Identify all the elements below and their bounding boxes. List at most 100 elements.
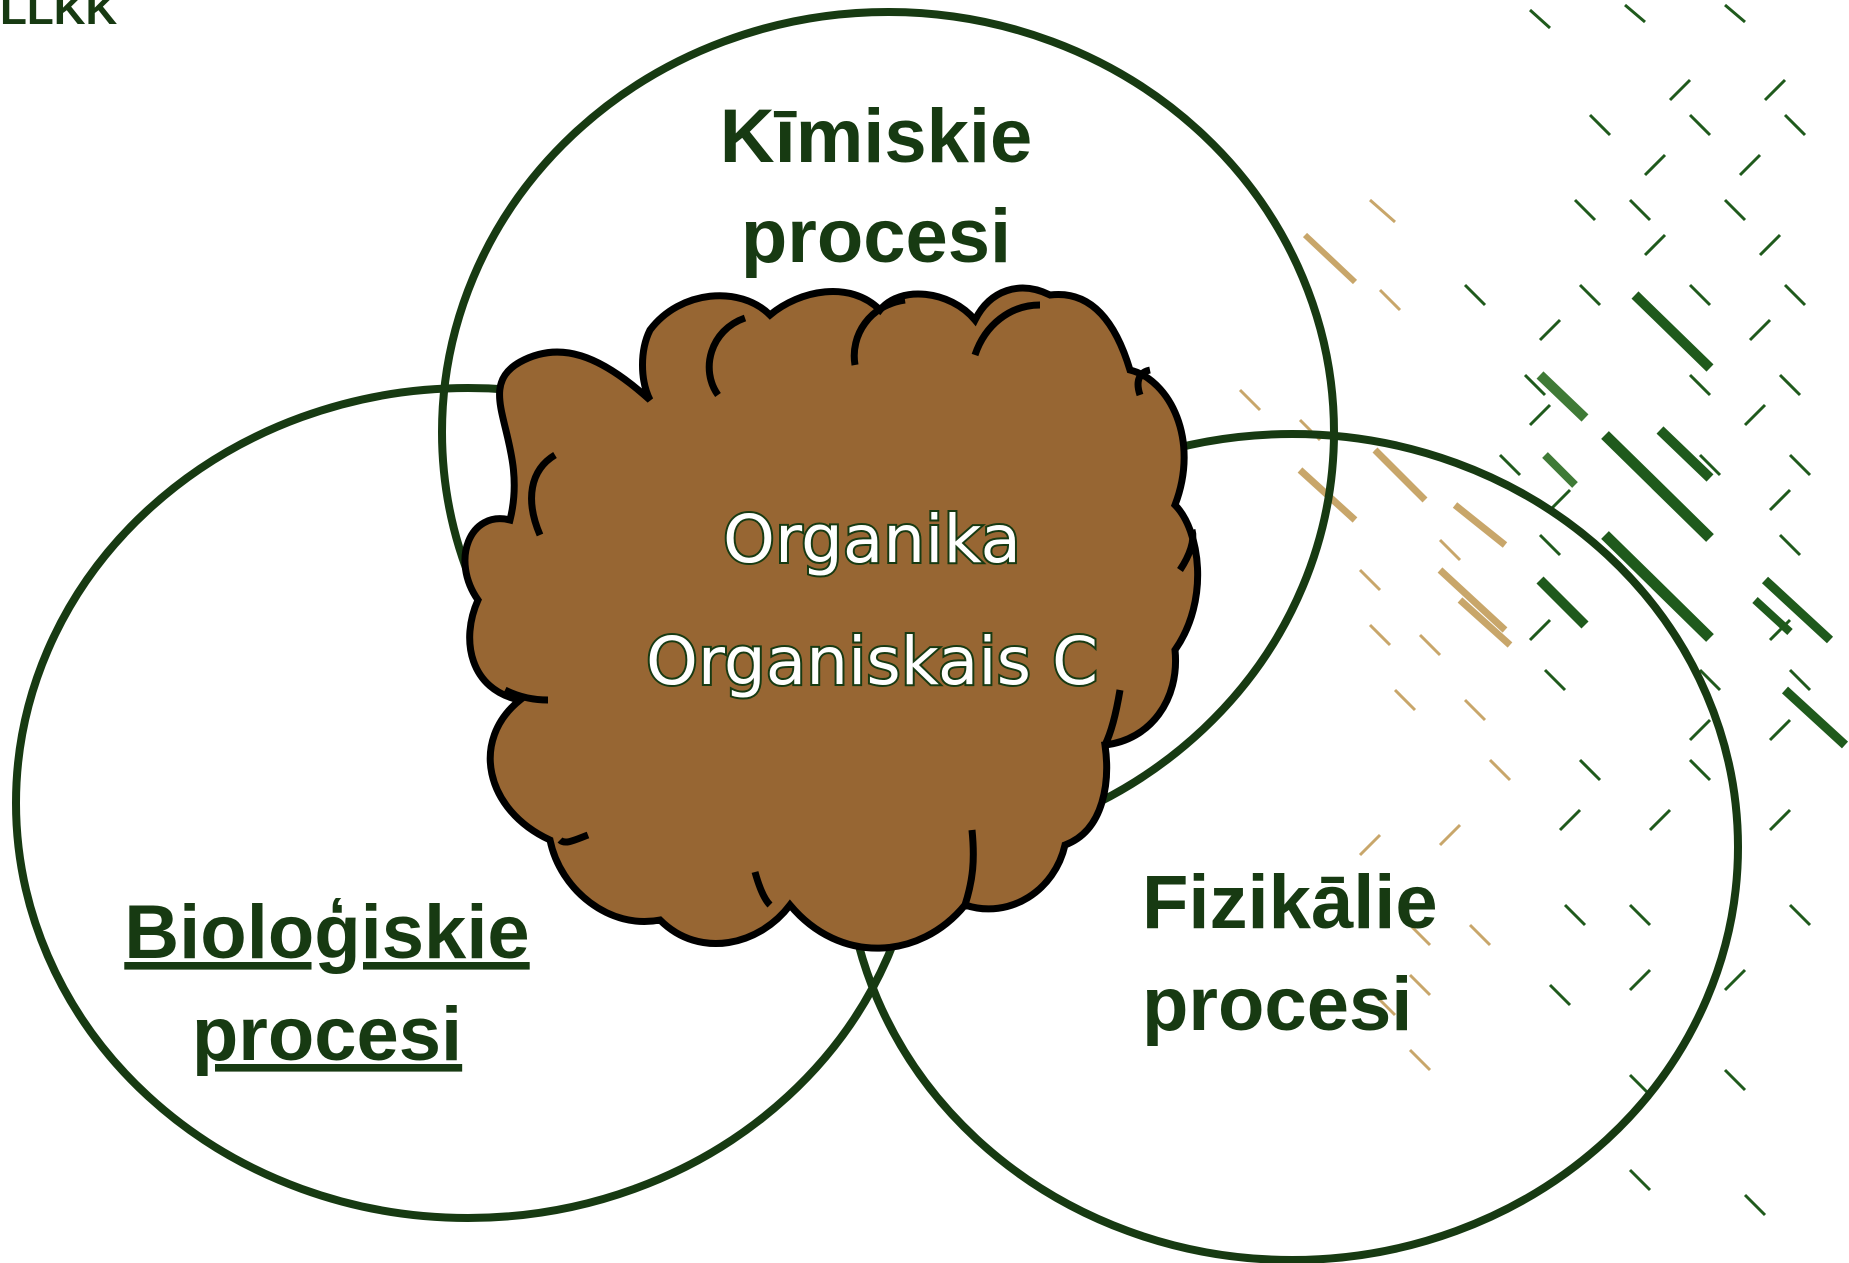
decorative-stripe: [1548, 488, 1572, 512]
physical-label-line1: Fizikālie: [1142, 860, 1438, 945]
decorative-stripe: [1788, 453, 1812, 477]
decorative-stripe: [1437, 567, 1508, 633]
decorative-stripe: [1372, 447, 1428, 503]
decorative-stripe: [1781, 686, 1849, 749]
decorative-stripe: [1601, 431, 1714, 542]
decorative-stripe: [1688, 113, 1712, 137]
decorative-stripe: [1358, 833, 1382, 857]
physical-label-line2: procesi: [1142, 962, 1412, 1047]
decorative-stripe: [1538, 318, 1562, 342]
decorative-stripe: [1563, 903, 1587, 927]
decorative-stripe: [1408, 923, 1432, 947]
decorative-stripe: [1378, 288, 1402, 312]
cloud-scallop: [705, 314, 747, 398]
decorative-stripe: [1542, 452, 1578, 488]
chemical-label-line1: Kīmiskie: [720, 94, 1033, 179]
cloud-scallop: [503, 686, 549, 704]
decorative-stripe: [1488, 758, 1512, 782]
decorative-stripe: [1752, 597, 1793, 635]
decorative-stripe: [1373, 993, 1397, 1017]
decorative-stripe: [1528, 618, 1552, 642]
cloud-scallop: [1134, 366, 1151, 397]
decorative-stripe: [1578, 758, 1602, 782]
decorative-stripe: [1724, 3, 1746, 24]
logo: LLKK: [0, 0, 118, 34]
decorative-stripe: [1788, 903, 1812, 927]
organic-cloud: [461, 284, 1202, 952]
decorative-stripe: [1369, 198, 1396, 224]
decorative-stripe: [1538, 533, 1562, 557]
decorative-stripe: [1688, 718, 1712, 742]
decorative-stripe: [1368, 623, 1392, 647]
decorative-stripe: [1457, 597, 1513, 648]
decorative-stripe: [1588, 113, 1612, 137]
decorative-stripe: [1743, 1193, 1767, 1217]
decorative-stripe: [1408, 1048, 1432, 1072]
decorative-stripe: [1656, 426, 1714, 482]
decorative-stripe: [1738, 153, 1762, 177]
decorative-stripe: [1631, 291, 1714, 372]
cloud-scallop: [1177, 528, 1197, 572]
decorative-stripe: [1748, 318, 1772, 342]
decorative-stripe: [1302, 232, 1358, 285]
decorative-stripe: [1536, 371, 1589, 422]
decorative-stripe: [1558, 808, 1582, 832]
decorative-stripe: [1788, 668, 1812, 692]
decorative-stripe: [1768, 488, 1792, 512]
decorative-stripe: [1763, 78, 1787, 102]
decorative-stripe: [1528, 8, 1552, 30]
decorative-stripe: [1452, 502, 1508, 548]
decorative-stripe: [1498, 453, 1522, 477]
decorative-stripe: [1408, 973, 1432, 997]
cloud-scallop: [751, 871, 773, 908]
chemical-label-line2: procesi: [741, 194, 1011, 279]
decorative-stripe: [1648, 808, 1672, 832]
decorative-stripe: [1688, 758, 1712, 782]
decorative-stripe: [1528, 403, 1552, 427]
decorative-stripe: [1628, 903, 1652, 927]
decorative-stripe: [1643, 233, 1667, 257]
decorative-stripe: [1548, 983, 1572, 1007]
decorative-stripe: [1743, 403, 1767, 427]
decorative-stripe: [1783, 113, 1807, 137]
cloud-scallop: [1101, 689, 1124, 747]
decorative-stripe: [1438, 538, 1462, 562]
cloud-shape: [461, 284, 1202, 952]
decorative-stripe: [1698, 668, 1722, 692]
decorative-stripe: [1393, 688, 1417, 712]
decorative-stripe: [1768, 718, 1792, 742]
decorative-stripe: [1438, 823, 1462, 847]
decorative-stripe: [1778, 533, 1802, 557]
cloud-scallop: [557, 831, 590, 846]
decorative-stripe: [1238, 388, 1262, 412]
decorative-stripe: [1628, 1168, 1652, 1192]
decorative-stripe: [1418, 633, 1442, 657]
decorative-stripes: [1238, 3, 1849, 1217]
decorative-stripe: [1698, 453, 1722, 477]
decorative-stripe: [1688, 283, 1712, 307]
cloud-scallop: [961, 829, 977, 907]
biological-label-line1: Bioloģiskie: [124, 890, 529, 975]
biological-label-line2: procesi: [192, 992, 462, 1077]
decorative-stripe: [1463, 283, 1487, 307]
decorative-stripe: [1468, 923, 1492, 947]
decorative-stripe: [1463, 698, 1487, 722]
decorative-stripe: [1536, 576, 1589, 629]
decorative-stripe: [1628, 198, 1652, 222]
decorative-stripe: [1688, 373, 1712, 397]
decorative-stripe: [1543, 668, 1567, 692]
cloud-scallop: [971, 301, 1041, 357]
decorative-stripe: [1768, 808, 1792, 832]
center-label-line1: Organika: [723, 501, 1021, 578]
decorative-stripe: [1723, 1068, 1747, 1092]
center-label-line2: Organiskais C: [646, 623, 1098, 700]
decorative-stripe: [1723, 968, 1747, 992]
decorative-stripe: [1601, 531, 1714, 642]
decorative-stripe: [1578, 283, 1602, 307]
decorative-stripe: [1758, 233, 1782, 257]
decorative-stripe: [1358, 568, 1382, 592]
decorative-stripe: [1783, 283, 1807, 307]
decorative-stripe: [1628, 968, 1652, 992]
